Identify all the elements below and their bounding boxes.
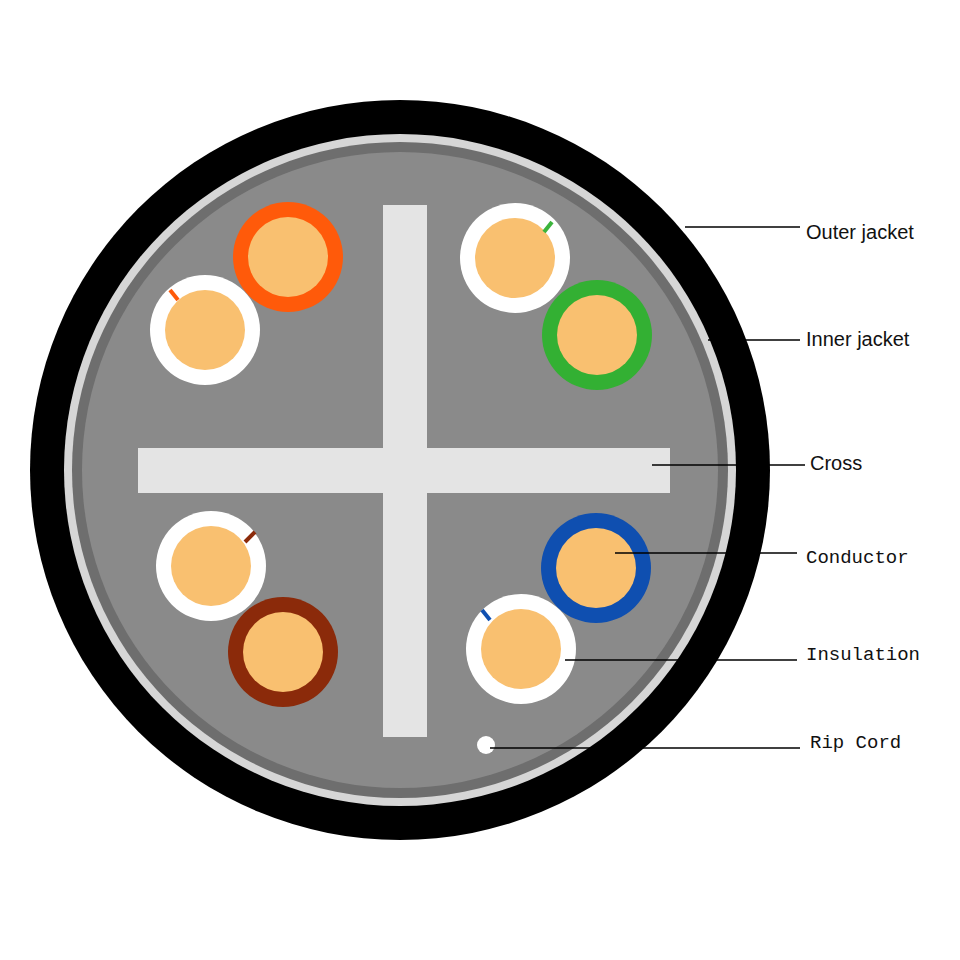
wires	[150, 202, 652, 707]
part-name: Cross	[808, 451, 864, 475]
part-name: Insulation	[804, 643, 922, 667]
rip-cord	[477, 736, 495, 754]
cross-horizontal	[138, 448, 670, 493]
inner-jacket	[64, 134, 736, 806]
inner-jacket-edge	[72, 142, 728, 798]
part-name: Rip Cord	[808, 731, 903, 755]
part-name: Outer jacket	[804, 220, 916, 244]
part-name: Conductor	[804, 546, 911, 570]
leader-lines	[490, 227, 805, 748]
part-name: Inner jacket	[804, 327, 911, 351]
cable-core	[82, 152, 718, 788]
outer-jacket	[30, 100, 770, 840]
